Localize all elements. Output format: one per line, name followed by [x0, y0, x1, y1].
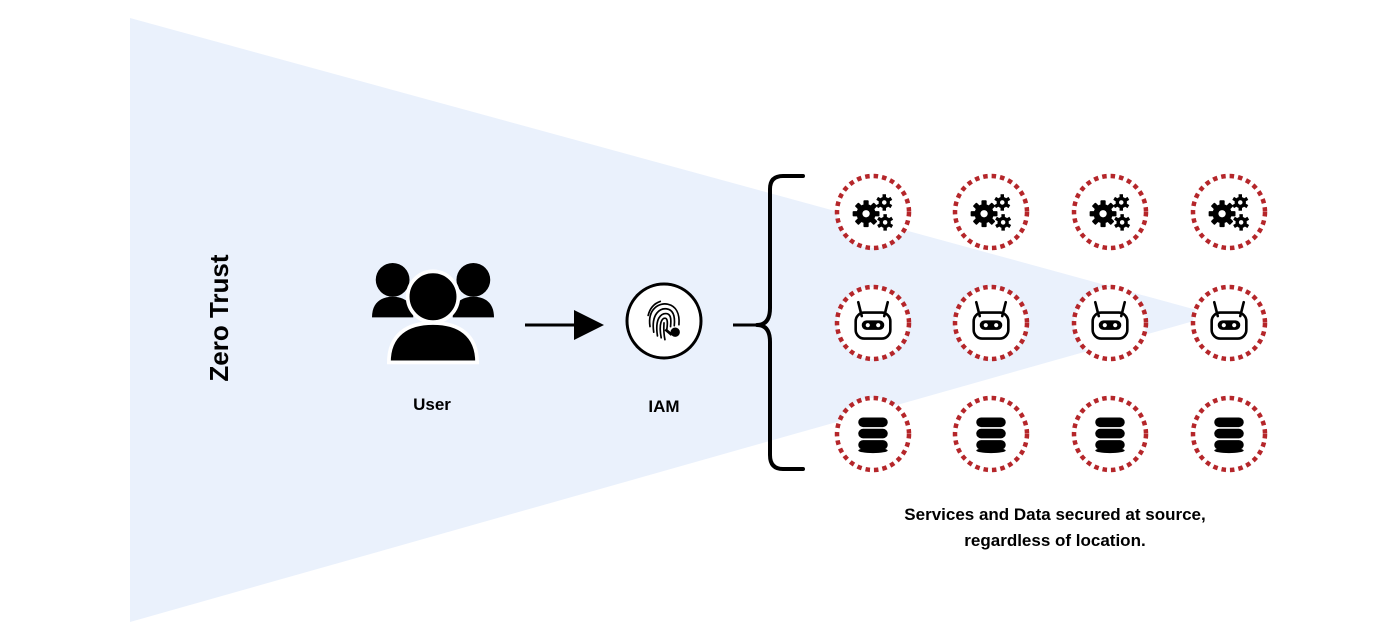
service-node — [1190, 173, 1268, 251]
service-node — [1071, 173, 1149, 251]
database-icon — [1095, 417, 1125, 454]
database-icon — [976, 417, 1006, 454]
database-icon — [858, 417, 888, 454]
resource-brace — [755, 174, 805, 471]
data-node — [952, 395, 1030, 473]
bot-node — [1071, 284, 1149, 362]
caption-line-2: regardless of location. — [964, 531, 1145, 550]
service-node — [834, 173, 912, 251]
database-icon — [1214, 417, 1244, 454]
iam-label: IAM — [648, 397, 679, 416]
bot-node — [834, 284, 912, 362]
data-node — [834, 395, 912, 473]
data-node — [1071, 395, 1149, 473]
user-label: User — [413, 395, 451, 414]
data-node — [1190, 395, 1268, 473]
bot-node — [1190, 284, 1268, 362]
bot-node — [952, 284, 1030, 362]
resource-grid — [834, 173, 1268, 473]
service-node — [952, 173, 1030, 251]
users-group-icon — [372, 261, 494, 365]
caption-line-1: Services and Data secured at source, — [904, 505, 1205, 524]
iam-circle — [625, 282, 703, 360]
diagram-title: Zero Trust — [204, 254, 234, 381]
